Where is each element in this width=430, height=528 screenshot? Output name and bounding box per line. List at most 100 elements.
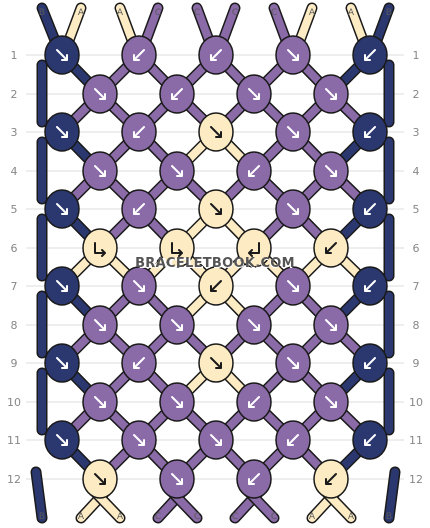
knot-arrow-icon xyxy=(325,473,337,485)
knot-r12-2 xyxy=(159,459,195,499)
knot-arrow-icon xyxy=(325,242,337,254)
knot-r7-5 xyxy=(352,266,388,306)
knot-r10-2 xyxy=(159,382,195,422)
top-thread-9 xyxy=(347,4,368,47)
top-thread-7 xyxy=(270,4,291,47)
bottom-string-letter: C xyxy=(271,512,277,522)
knot-r11-4 xyxy=(275,420,311,460)
knot-arrow-icon xyxy=(364,434,376,446)
knot-r8-1 xyxy=(82,305,118,345)
knot-r6-2 xyxy=(159,228,195,268)
top-string-letter: A xyxy=(348,8,355,18)
row-number-left: 10 xyxy=(7,396,21,409)
knot-arrow-icon xyxy=(287,434,299,446)
knot-arrow-icon xyxy=(287,280,299,292)
knot-arrow-icon xyxy=(325,88,337,100)
row-number-left: 6 xyxy=(11,242,18,255)
top-string-letter: C xyxy=(271,8,277,18)
knot-body xyxy=(236,228,272,268)
knot-r9-3 xyxy=(198,343,234,383)
knot-arrow-icon xyxy=(94,88,106,100)
row-number-right: 4 xyxy=(413,165,420,178)
watermark-group: BRACELETBOOK.COM BRACELETBOOK.COM xyxy=(135,256,295,272)
bottom-thread-1 xyxy=(32,468,46,522)
knot-r3-5 xyxy=(352,112,388,152)
row-number-left: 11 xyxy=(7,434,21,447)
knot-arrow-icon xyxy=(287,126,299,138)
knot-arrow-icon xyxy=(171,473,183,485)
knot-arrow-icon xyxy=(364,126,376,138)
knot-r6-3 xyxy=(236,228,272,268)
bottom-string-letter: C xyxy=(232,512,238,522)
knot-r8-2 xyxy=(159,305,195,345)
knot-arrow-icon xyxy=(56,357,68,369)
top-string-letter: C xyxy=(155,8,161,18)
knot-r4-3 xyxy=(236,151,272,191)
row-number-left: 7 xyxy=(11,280,18,293)
knot-r3-2 xyxy=(121,112,157,152)
row-number-right: 5 xyxy=(413,203,420,216)
knot-r12-1 xyxy=(82,459,118,499)
bottom-string-letter: A xyxy=(348,512,355,522)
knot-arrow-icon xyxy=(287,49,299,61)
watermark-outline: BRACELETBOOK.COM xyxy=(139,257,294,272)
bottom-string-letter: C xyxy=(194,512,200,522)
top-string-letter: C xyxy=(232,8,238,18)
row-number-left: 9 xyxy=(11,357,18,370)
knot-r1-4 xyxy=(275,35,311,75)
row-number-right: 7 xyxy=(413,280,420,293)
knot-arrow-icon xyxy=(171,242,183,257)
top-string-letter: A xyxy=(78,8,85,18)
knot-r4-2 xyxy=(159,151,195,191)
knot-arrow-icon xyxy=(248,165,260,177)
knot-arrow-icon xyxy=(364,357,376,369)
top-thread-8 xyxy=(295,4,316,47)
row-number-right: 10 xyxy=(409,396,423,409)
knot-r1-2 xyxy=(121,35,157,75)
knot-r9-4 xyxy=(275,343,311,383)
row-number-left: 3 xyxy=(11,126,18,139)
top-thread-4 xyxy=(141,4,162,47)
knot-arrow-icon xyxy=(325,319,337,331)
knot-r6-4 xyxy=(313,228,349,268)
knot-arrow-icon xyxy=(94,396,106,408)
knot-arrow-icon xyxy=(287,357,299,369)
knot-r1-5 xyxy=(352,35,388,75)
knot-r10-1 xyxy=(82,382,118,422)
knot-body xyxy=(82,228,118,268)
knot-arrow-icon xyxy=(210,434,222,446)
row-number-left: 2 xyxy=(11,88,18,101)
row-number-left: 12 xyxy=(7,473,21,486)
knot-r10-3 xyxy=(236,382,272,422)
top-thread-10 xyxy=(372,4,393,47)
knot-r3-1 xyxy=(44,112,80,152)
knot-arrow-icon xyxy=(56,203,68,215)
knot-r11-1 xyxy=(44,420,80,460)
knot-arrow-icon xyxy=(248,242,260,257)
knot-r5-1 xyxy=(44,189,80,229)
row-number-right: 6 xyxy=(413,242,420,255)
knot-arrow-icon xyxy=(364,203,376,215)
knot-r5-2 xyxy=(121,189,157,229)
knot-r6-1 xyxy=(82,228,118,268)
knot-arrow-icon xyxy=(325,396,337,408)
watermark-text: BRACELETBOOK.COM xyxy=(135,256,295,271)
row-number-right: 3 xyxy=(413,126,420,139)
knot-body xyxy=(159,228,195,268)
row-number-left: 5 xyxy=(11,203,18,216)
knot-r11-3 xyxy=(198,420,234,460)
knot-arrow-icon xyxy=(248,319,260,331)
top-string-letter: A xyxy=(117,8,124,18)
knot-arrow-icon xyxy=(133,49,145,61)
knot-r7-3 xyxy=(198,266,234,306)
bottom-thread-10 xyxy=(385,468,399,522)
row-number-left: 4 xyxy=(11,165,18,178)
top-thread-6 xyxy=(218,4,239,47)
knot-r12-3 xyxy=(236,459,272,499)
knot-r4-1 xyxy=(82,151,118,191)
knot-arrow-icon xyxy=(133,280,145,292)
